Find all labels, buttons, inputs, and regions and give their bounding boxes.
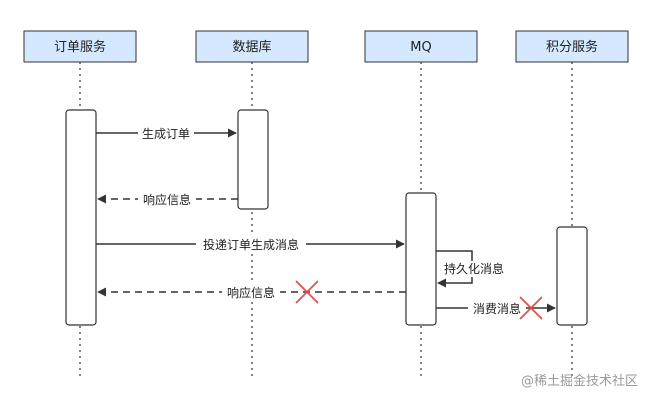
message-persist-label: 持久化消息: [444, 261, 504, 276]
activation-order: [65, 109, 97, 326]
message-response-2-label: 响应信息: [227, 285, 275, 300]
message-persist: 持久化消息: [436, 250, 508, 288]
participant-points-label: 积分服务: [546, 39, 598, 55]
message-consume-label: 消费消息: [473, 301, 521, 316]
message-consume: 消费消息: [436, 296, 556, 320]
participant-order: 订单服务: [23, 30, 137, 63]
participant-order-label: 订单服务: [54, 39, 106, 55]
watermark: @稀土掘金技术社区: [521, 373, 638, 389]
participant-points: 积分服务: [515, 30, 629, 63]
participant-db: 数据库: [195, 30, 309, 63]
message-deliver: 投递订单生成消息: [96, 236, 405, 253]
activation-mq: [405, 192, 437, 326]
activation-db: [237, 109, 269, 210]
message-response-2: 响应信息: [97, 280, 406, 304]
participant-db-label: 数据库: [232, 39, 271, 55]
message-response-1-label: 响应信息: [143, 192, 191, 207]
participant-mq-label: MQ: [410, 40, 431, 55]
participant-mq: MQ: [364, 30, 478, 63]
failure-cross-icon: [295, 280, 319, 304]
message-response-1: 响应信息: [97, 191, 238, 208]
message-deliver-label: 投递订单生成消息: [203, 237, 299, 252]
failure-cross-icon: [519, 296, 543, 320]
message-create-order-label: 生成订单: [142, 127, 190, 141]
message-create-order: 生成订单: [96, 125, 237, 142]
activation-points: [556, 226, 588, 326]
